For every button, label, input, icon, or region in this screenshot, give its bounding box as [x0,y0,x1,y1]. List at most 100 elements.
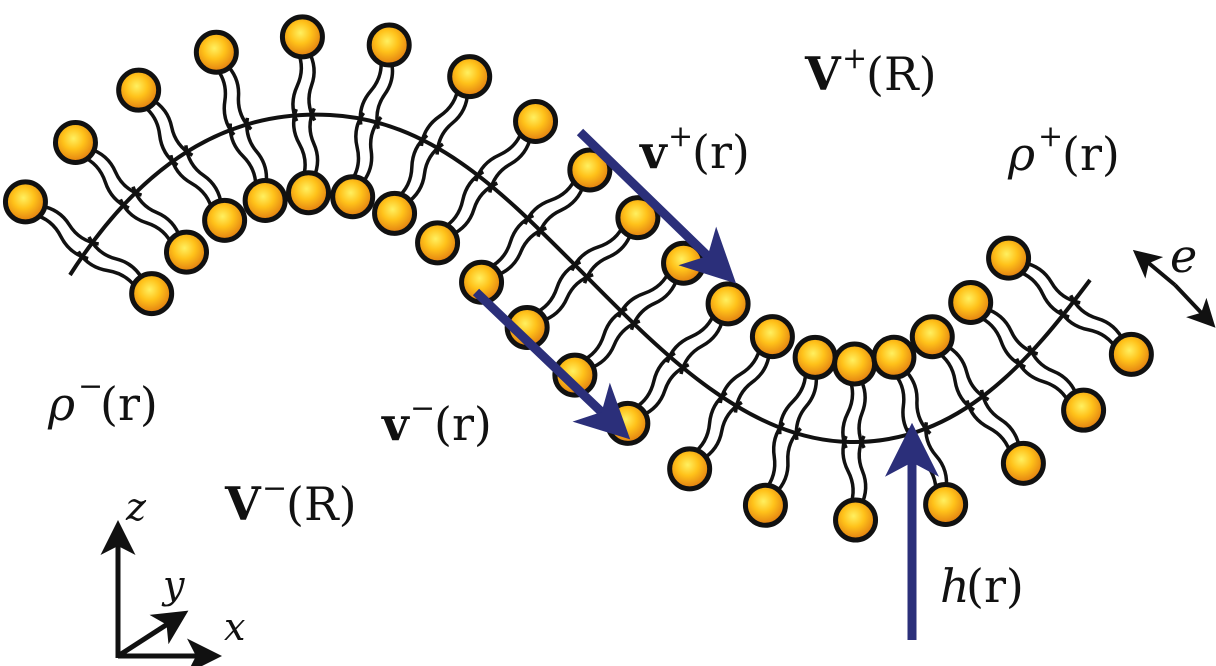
lipid-head [705,281,751,327]
lipid-tail [857,435,868,507]
lipid-tail [532,260,582,316]
lipid-tail [582,230,634,284]
axis-z-label: z [125,485,147,529]
lipid-tail [679,317,725,375]
lipid-tail [794,372,819,441]
lipid-tail [435,91,470,155]
lipid-tail [140,103,179,167]
label-V-plus: V + (R) [804,41,937,101]
lipid-tail [87,236,146,282]
lipid-tail [979,389,1022,450]
svg-text:(R): (R) [286,477,357,531]
svg-text:(r): (r) [100,377,158,431]
svg-text:(R): (R) [866,47,937,101]
lipid-head [615,195,661,241]
label-v-minus: v − (r) [381,391,492,451]
svg-text:(r): (r) [1062,127,1120,181]
svg-text:v: v [639,125,668,179]
lipid-tail [1027,345,1079,398]
lipid-tail [308,107,320,180]
lipid-tail [935,349,975,412]
lipid-tail [80,154,130,210]
lipid-tail [570,222,626,272]
lipid-tail [976,314,1026,369]
lipid-tail [580,307,628,363]
lipid-tail [245,117,269,186]
lipid-tail [1022,260,1081,305]
lipid-tail [291,50,304,122]
label-rho-minus: ρ − (r) [47,369,158,431]
v-minus-arrow [472,288,631,440]
lipid-tail [640,363,690,418]
lipid-layer [2,14,1154,543]
thickness-arrow-2 [1173,283,1216,328]
lipid-tail [631,351,676,411]
lipid-tail [405,142,444,206]
lipid-head [667,446,713,492]
lipid-head [279,14,325,60]
lipid-tail [441,170,485,231]
label-h: h (r) [940,559,1024,613]
lipid-head [792,334,838,380]
label-e: e [1170,229,1197,283]
lipid-tail [488,135,533,193]
svg-text:+: + [842,41,867,76]
lipid-tail [773,427,802,495]
lipid-tail [841,435,855,507]
lipid-tail [733,351,772,413]
lipid-head [1000,440,1046,486]
lipid-head [330,174,376,220]
lipid-tail [763,421,786,492]
lipid-head [116,67,162,113]
lipid-tail [494,226,547,278]
lipid-tail [149,97,194,157]
lipid-tail [395,134,429,200]
lipid-head [749,314,795,360]
lipid-head [909,314,955,360]
lipid-head [202,197,248,243]
axis-x-label: x [224,605,245,649]
lipid-tail [306,49,317,122]
svg-text:(r): (r) [966,559,1024,613]
lipid-head [833,497,879,543]
lipid-tail [291,108,307,180]
lipid-tail [700,400,743,462]
lipid-tail [76,250,139,291]
lipid-tail [419,86,460,147]
lipid-tail [984,306,1039,356]
axis-y-label: y [161,563,185,607]
lipid-head [605,400,651,446]
svg-text:+: + [1038,119,1063,154]
lipid-tail [1015,269,1070,319]
v-plus-arrow [576,128,737,284]
svg-text:ρ: ρ [47,377,75,431]
svg-text:V: V [224,477,262,531]
lipid-tail [224,62,253,131]
lipid-tail [449,181,499,237]
lipid-tail [629,276,680,331]
lipid-tail [691,391,728,456]
lipid-tail [665,310,717,363]
lipid-head [871,334,917,380]
lipid-tail [184,145,224,206]
lipid-head [129,271,175,317]
lipid-head [832,341,878,387]
lipid-tail [540,273,594,324]
lipid-tail [39,204,100,246]
label-V-minus: V − (R) [224,471,357,531]
lipid-tail [88,146,143,197]
lipid-tail [616,268,672,318]
lipid-tail [474,128,525,182]
lipid-head [163,229,209,275]
lipid-head [415,220,461,266]
lipid-head [193,29,239,75]
lipid-tail [965,399,1013,456]
lipid-tail [214,66,236,137]
lipid-head [2,179,48,225]
thickness-arrow [1132,249,1177,287]
label-v-plus: v + (r) [639,119,750,179]
lipid-tail [375,59,395,130]
lipid-tail [486,213,535,271]
lipid-head [742,482,788,528]
